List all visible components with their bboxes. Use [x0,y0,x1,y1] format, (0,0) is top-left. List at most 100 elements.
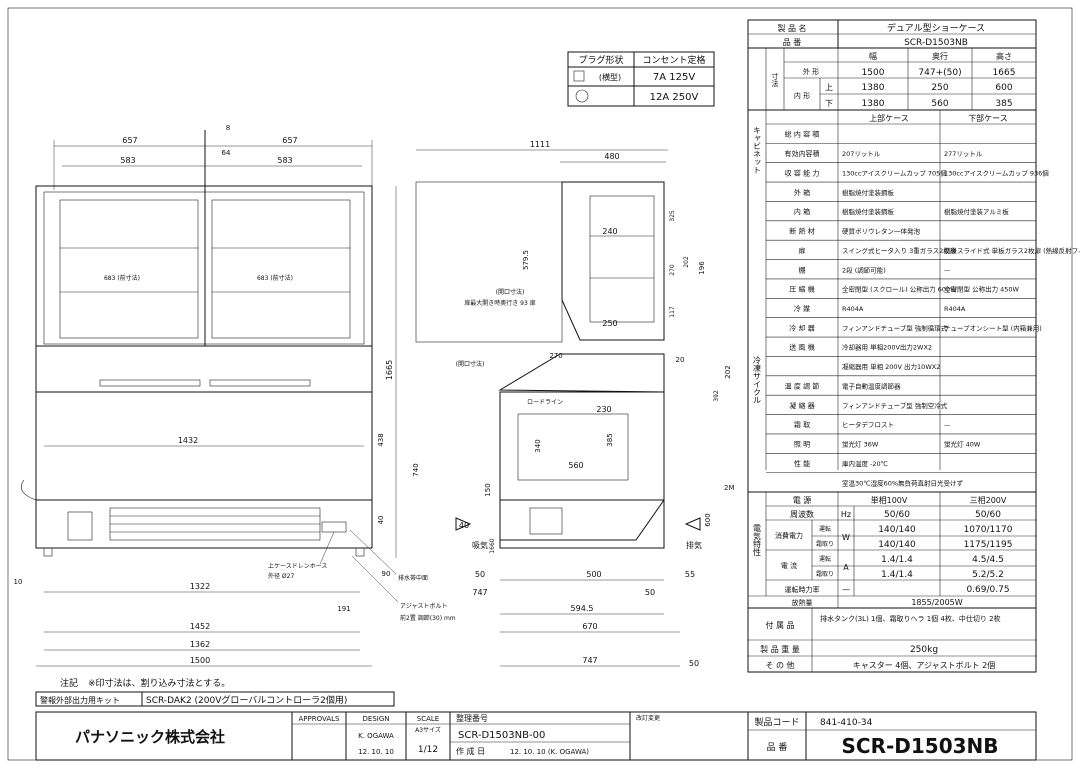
intake-arrow-icon [455,517,472,531]
spec-row-label: 有効内容積 [785,149,820,158]
model-number: SCR-D1503NB [841,734,998,758]
control-no: SCR-D1503NB-00 [458,730,545,741]
power-cord [21,479,37,501]
front-dim-40: 40 [377,516,385,525]
side-dim-392: 202 [683,256,690,268]
side-dim-1111: 1111 [530,140,550,149]
side-dim-202-bottom: 117 [669,306,676,318]
front-dim-1500: 1500 [190,656,210,665]
inner-upper-depth: 250 [931,83,948,93]
front-dim-657-right: 657 [282,136,297,145]
spec-row-upper: フィンアンドチューブ型 強制循環式 [842,323,948,332]
side-dim-670: 670 [582,622,597,631]
plug-rating-1: 7A 125V [653,72,695,83]
opening-label-2: (開口寸法) [456,360,485,368]
cabinet-label: キャビネット [753,126,762,174]
created-value: 12. 10. 10 (K. OGAWA) [510,748,589,756]
spec-row-upper: 蛍光灯 36W [842,440,879,449]
spec-product-name-label: 製 品 名 [777,23,806,33]
current-defrost-single: 1.4/1.4 [881,570,913,580]
side-dim-196: 270 [669,264,676,276]
current-run-three: 4.5/4.5 [972,555,1004,565]
side-dim-50-left: 50 [475,570,485,579]
spec-row-lower: 樹脂焼付塗装アルミ板 [944,207,1009,216]
spec-row-label: 断 熱 材 [789,227,814,236]
inner-lower-width: 1380 [862,99,885,109]
spec-row-label: 冷 却 器 [789,323,814,332]
spec-row-label: 凝 縮 器 [789,401,814,410]
cycle-label: 冷凍サイクル [753,355,762,404]
spec-row-label: 棚 [799,265,806,274]
current-defrost-label: 霜取り [816,571,834,578]
spec-row-lower: チューブオンシート型 (内箱兼用) [944,323,1042,332]
exhaust-arrow-icon [684,517,701,531]
weight-value: 250kg [910,645,938,655]
side-dim-579-5: 579.5 [522,250,530,270]
load-line-label: ロードライン [527,399,563,406]
inner-lower-label: 下 [825,99,833,108]
drain-hose-label: 上ケースドレンホース [268,562,327,570]
case-header-upper: 上部ケース [869,113,909,123]
company-name: パナソニック株式会社 [75,728,225,746]
exhaust-label: 排気 [686,540,702,550]
spec-row-upper: R404A [842,305,864,313]
spec-row-upper: 207リットル [842,150,881,158]
outer-height: 1665 [993,68,1016,78]
spec-row-upper: 凝縮器用 単相 200V 出力10WX2 [842,362,940,371]
pf-unit: — [842,585,850,594]
scale-label: SCALE [417,715,439,723]
product-code: 841-410-34 [820,718,873,728]
front-dim-1322: 1322 [190,582,210,591]
current-defrost-three: 5.2/5.2 [972,570,1004,580]
pf-three: 0.69/0.75 [966,585,1009,595]
side-dim-747: 747 [582,656,597,665]
front-dim-657-left: 657 [122,136,137,145]
control-panel [67,511,93,541]
freq-label: 周波数 [790,509,814,519]
side-dim-117: 1660 [489,538,496,553]
cord-length-label: 2M [724,484,735,492]
heat-label: 放熱量 [792,598,813,607]
spec-row-upper: 庫内温度 -20℃ [842,459,888,468]
side-dim-123: 392 [713,390,720,402]
weight-label: 製 品 重 量 [760,644,800,654]
spec-row-upper: 電子自動温度調節器 [842,381,901,390]
dim-label: 寸法 [771,72,779,88]
front-dim-10: 10 [14,578,23,586]
w-unit: W [842,533,850,542]
accessories: 排水タンク(3L) 1個、霜取りヘラ 1個 4枚、中仕切り 2枚 [820,614,1001,623]
spec-row-lower: 277リットル [944,150,983,158]
inner-lower-height: 385 [995,99,1012,109]
spec-row-upper: フィンアンドチューブ型 強制空冷式 [842,401,948,410]
front-view: 657 657 8 64 583 583 683 (前寸法) 683 (前寸法)… [14,124,456,667]
electrical-label: 電気特性 [753,524,762,556]
inner-label: 内 形 [794,91,810,100]
plug-table: プラグ形状 コンセント定格 (横型) 7A 125V 12A 250V [567,51,715,107]
designer-name: K. OGAWA [358,732,394,740]
spec-row-label: 送 風 機 [789,343,814,352]
consumption-run-single: 140/140 [878,525,916,535]
dim-header-width: 幅 [869,51,877,61]
spec-model: SCR-D1503NB [904,38,968,48]
freq-unit: Hz [841,510,851,519]
spec-row-upper: 2段 (調節可能) [842,265,886,274]
side-dim-594-5: 594.5 [571,604,594,613]
spec-row-lower: 蛍光灯 40W [944,440,981,449]
a-unit: A [843,563,849,572]
consumption-run-label: 運転 [819,525,831,533]
spec-row-lower: — [944,421,951,429]
side-dim-202-top: 325 [669,210,676,222]
spec-row-label: 総 内 容 積 [785,130,820,139]
note-label: 注記 [60,677,78,689]
spec-row-upper: 全密閉型 (スクロール) 公称出力 600W [842,285,957,294]
inner-lower-depth: 560 [931,99,948,109]
control-no-label: 整理番号 [456,713,488,723]
plug-header-shape: プラグ形状 [578,54,623,66]
spec-row-label: 照 明 [794,441,810,449]
notes: 注記 ※印寸法は、割り込み寸法とする。 警報外部出力用キット SCR-DAK2 … [35,677,395,707]
dim-header-depth: 奥行 [932,51,948,61]
inner-upper-height: 600 [995,83,1012,93]
side-dim-270: 270 [549,352,562,360]
plug-shape-1: (横型) [599,72,621,82]
